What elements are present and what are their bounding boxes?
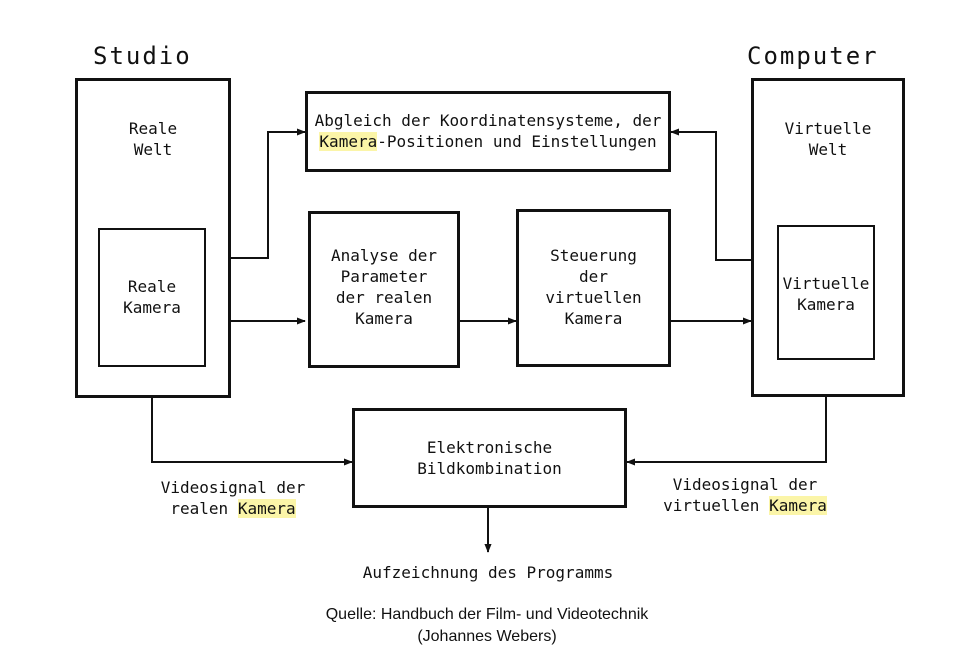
studio-box-label: Reale Welt (75, 118, 231, 160)
abgleich-label-line1: Abgleich der Koordinatensysteme, der (314, 111, 662, 130)
virtual-camera-label-line2: Kamera (797, 295, 855, 314)
video-virtual-label-line2: virtuellen Kamera (650, 495, 840, 516)
analyse-label-line1: Analyse der (331, 246, 437, 265)
analyse-label: Analyse der Parameter der realen Kamera (308, 245, 460, 329)
output-label: Aufzeichnung des Programms (362, 563, 614, 582)
bildkombination-label: Elektronische Bildkombination (352, 437, 627, 479)
abgleich-label-line2: Kamera-Positionen und Einstellungen (305, 131, 671, 152)
arrow-video-real (151, 367, 353, 466)
analyse-box (308, 211, 460, 368)
video-real-highlight-kamera: Kamera (237, 499, 296, 518)
video-virtual-label-line1: Videosignal der (672, 475, 818, 494)
steuerung-label-line1: Steuerung (550, 246, 637, 265)
bildkombination-box (352, 408, 627, 508)
steuerung-label-line3: virtuellen (545, 288, 642, 307)
abgleich-label-line2-rest: -Positionen und Einstellungen (377, 132, 657, 151)
virtual-camera-box (777, 225, 875, 360)
video-virtual-label: Videosignal der virtuellen Kamera (650, 474, 840, 516)
analyse-label-line4: Kamera (355, 309, 413, 328)
computer-heading: Computer (747, 42, 879, 70)
arrow-abgleich-virtual-camera (670, 128, 778, 264)
steuerung-label-line4: Kamera (564, 309, 623, 328)
studio-box-label-line1: Reale (128, 119, 178, 138)
arrow-video-virtual (626, 397, 827, 466)
real-camera-box (98, 228, 206, 367)
real-camera-label-line2: Kamera (123, 298, 181, 317)
computer-box-label: Virtuelle Welt (751, 118, 905, 160)
source-line2: (Johannes Webers) (417, 628, 557, 645)
computer-box-label-line2: Welt (808, 140, 848, 159)
abgleich-highlight-kamera: Kamera (319, 132, 378, 151)
steuerung-label: Steuerung der virtuellen Kamera (516, 245, 671, 329)
studio-box-label-line2: Welt (133, 140, 173, 159)
arrow-real-camera-abgleich (205, 128, 306, 262)
real-camera-label-line1: Reale (127, 277, 177, 296)
bildkombination-label-line1: Elektronische (426, 438, 553, 457)
video-real-label-line2: realen Kamera (148, 498, 318, 519)
video-virtual-highlight-kamera: Kamera (769, 496, 827, 515)
video-real-label: Videosignal der realen Kamera (148, 477, 318, 519)
source-line1: Quelle: Handbuch der Film- und Videotech… (325, 606, 649, 623)
computer-box-label-line1: Virtuelle (784, 119, 872, 138)
studio-heading: Studio (93, 42, 192, 70)
analyse-label-line3: der realen (335, 288, 433, 307)
steuerung-box (516, 209, 671, 367)
bildkombination-label-line2: Bildkombination (417, 459, 562, 478)
video-virtual-label-line2-pre: virtuellen (663, 496, 770, 515)
video-real-label-line1: Videosignal der (160, 478, 306, 497)
real-camera-label: Reale Kamera (98, 276, 206, 318)
abgleich-label: Abgleich der Koordinatensysteme, der Kam… (305, 110, 671, 152)
video-real-label-line2-pre: realen (170, 499, 238, 518)
virtual-camera-label: Virtuelle Kamera (777, 273, 875, 315)
source-citation: Quelle: Handbuch der Film- und Videotech… (0, 604, 974, 648)
abgleich-box (305, 91, 671, 172)
steuerung-label-line2: der (579, 267, 608, 286)
analyse-label-line2: Parameter (340, 267, 428, 286)
virtual-camera-label-line1: Virtuelle (782, 274, 870, 293)
